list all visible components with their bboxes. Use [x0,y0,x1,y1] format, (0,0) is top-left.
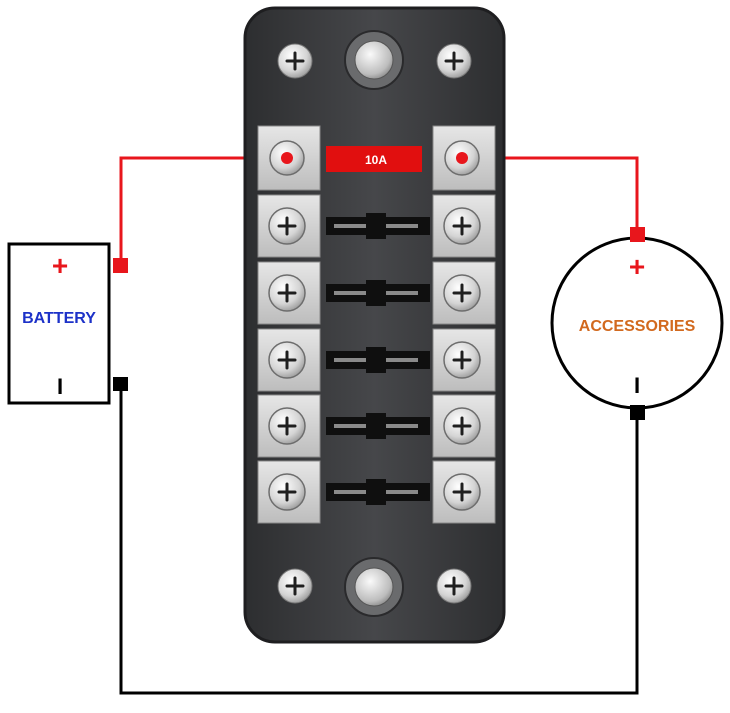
battery-to-accessories-negative-wire [119,383,639,695]
plus-screw-icon [268,407,306,445]
plus-screw-icon [443,341,481,379]
positive-wires [119,156,639,266]
accessories-positive-symbol: + [629,251,645,282]
bottom-right-mounting-screw [436,568,472,604]
plus-screw-icon [268,341,306,379]
bottom-mounting-bolt [354,567,394,607]
battery-label: BATTERY [22,310,96,327]
fuse-row-4 [257,328,496,392]
accessories: + ACCESSORIES I [550,227,724,420]
fuse-row-1: 10A [257,125,496,191]
accessories-positive-wire [462,156,639,233]
battery-positive-symbol: + [52,250,68,281]
plus-screw-icon [268,207,306,245]
negative-wire [119,383,639,695]
fuse-slot-3[interactable] [326,280,430,306]
accessories-label: ACCESSORIES [579,318,696,335]
right-terminal-connection-point [456,152,468,164]
fuse-slot-6[interactable] [326,479,430,505]
top-right-mounting-screw [436,43,472,79]
plus-screw-icon [443,473,481,511]
plus-screw-icon [268,473,306,511]
fuse-row-3 [257,261,496,325]
plus-screw-icon [268,274,306,312]
bottom-left-mounting-screw [277,568,313,604]
accessories-negative-symbol: I [634,373,640,398]
top-left-mounting-screw [277,43,313,79]
fuse-row-5 [257,394,496,458]
battery-negative-terminal [113,377,128,391]
fuse-row-2 [257,194,496,258]
fuse-slot-5[interactable] [326,413,430,439]
fuse-10a-label: 10A [365,153,387,167]
top-mounting-bolt [354,40,394,80]
fuse-10a[interactable] [326,146,422,172]
battery-positive-wire [119,156,287,266]
fuse-block-body [243,6,506,644]
plus-screw-icon [443,407,481,445]
battery-positive-terminal [113,258,128,273]
battery: + BATTERY I [7,242,128,405]
battery-box [7,242,111,405]
fuse-slot-4[interactable] [326,347,430,373]
fuse-row-6 [257,460,496,524]
plus-screw-icon [443,207,481,245]
right-terminal-pad [432,125,496,191]
accessories-negative-terminal [630,405,645,420]
left-terminal-connection-point [281,152,293,164]
plus-screw-icon [443,274,481,312]
battery-negative-symbol: I [57,374,63,399]
accessories-positive-terminal [630,227,645,242]
fuse-slot-2[interactable] [326,213,430,239]
fuse-block: 10A [243,6,506,644]
